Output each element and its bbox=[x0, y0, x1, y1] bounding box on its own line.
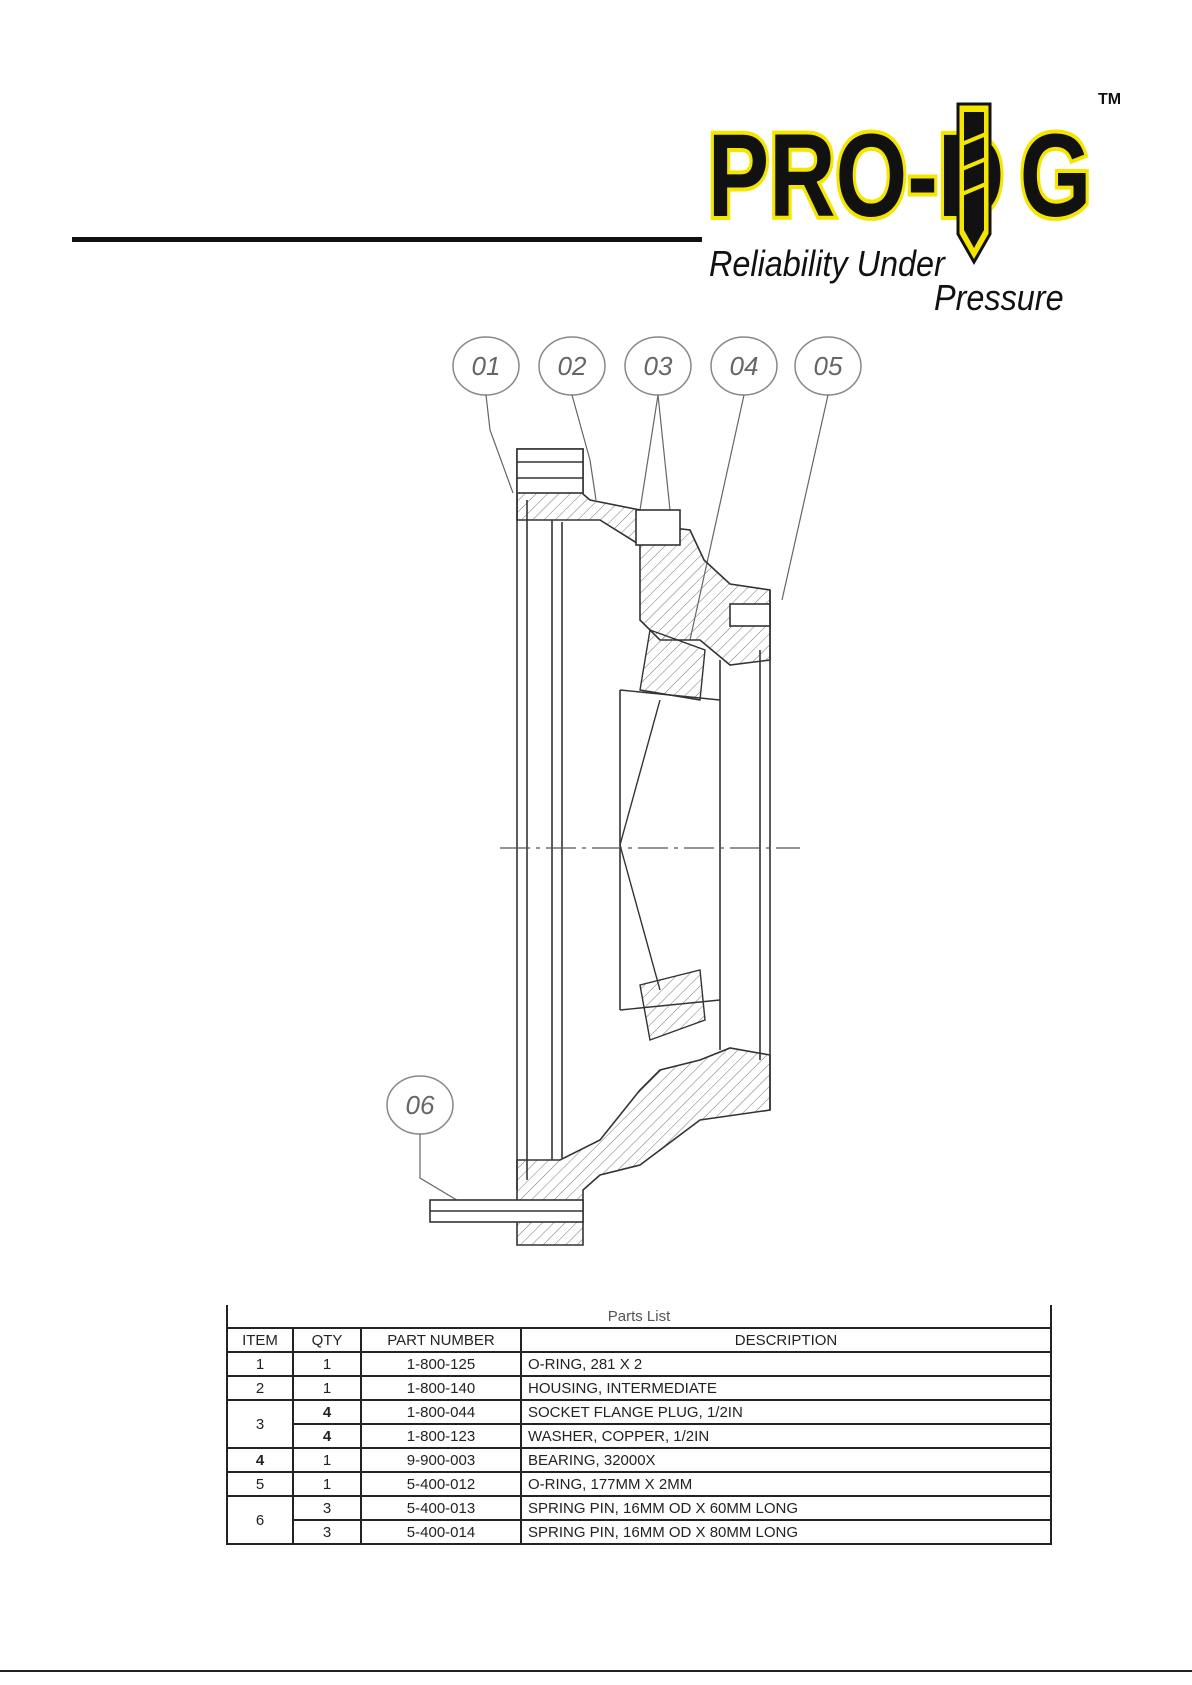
description-cell: O-RING, 281 X 2 bbox=[520, 1351, 1052, 1377]
svg-text:02: 02 bbox=[558, 351, 587, 381]
part-number-cell: 1-800-123 bbox=[360, 1423, 522, 1449]
qty-cell: 4 bbox=[292, 1399, 362, 1425]
logo-brand-g: G bbox=[1020, 110, 1092, 242]
item-cell: 2 bbox=[226, 1375, 294, 1401]
qty-cell: 1 bbox=[292, 1375, 362, 1401]
logo-tagline-line1: Reliability Under bbox=[709, 244, 946, 284]
description-cell: SPRING PIN, 16MM OD X 60MM LONG bbox=[520, 1495, 1052, 1521]
table-row: 4 1 9-900-003 BEARING, 32000X bbox=[226, 1447, 1052, 1473]
part-number-cell: 1-800-044 bbox=[360, 1399, 522, 1425]
description-cell: WASHER, COPPER, 1/2IN bbox=[520, 1423, 1052, 1449]
svg-text:01: 01 bbox=[472, 351, 501, 381]
part-number-cell: 5-400-012 bbox=[360, 1471, 522, 1497]
table-row: 3 5-400-014 SPRING PIN, 16MM OD X 80MM L… bbox=[227, 1519, 1052, 1545]
item-cell: 3 bbox=[226, 1399, 294, 1449]
balloon-01: 01 bbox=[452, 336, 520, 396]
bore-outline bbox=[516, 494, 771, 1190]
table-row: 3 4 1-800-044 SOCKET FLANGE PLUG, 1/2IN bbox=[226, 1399, 1052, 1449]
qty-cell: 1 bbox=[292, 1471, 362, 1497]
qty-cell: 4 bbox=[292, 1423, 362, 1449]
qty-cell: 1 bbox=[292, 1447, 362, 1473]
balloon-04: 04 bbox=[710, 336, 778, 396]
description-cell: HOUSING, INTERMEDIATE bbox=[520, 1375, 1052, 1401]
table-row: 2 1 1-800-140 HOUSING, INTERMEDIATE bbox=[226, 1375, 1052, 1401]
svg-text:06: 06 bbox=[406, 1090, 435, 1120]
part-number-cell: 5-400-013 bbox=[360, 1495, 522, 1521]
table-row: 5 1 5-400-012 O-RING, 177MM X 2MM bbox=[226, 1471, 1052, 1497]
parts-list-title: Parts List bbox=[226, 1305, 1052, 1329]
header-qty: QTY bbox=[292, 1327, 362, 1353]
table-row: 4 1-800-123 WASHER, COPPER, 1/2IN bbox=[227, 1423, 1052, 1449]
bearing-section bbox=[619, 629, 721, 1041]
parts-list-header-row: ITEM QTY PART NUMBER DESCRIPTION bbox=[226, 1327, 1052, 1353]
housing-lower-section bbox=[429, 1047, 771, 1246]
item-cell: 6 bbox=[226, 1495, 294, 1545]
logo-tagline-line2: Pressure bbox=[934, 278, 1064, 314]
svg-text:04: 04 bbox=[730, 351, 759, 381]
trademark-mark: TM bbox=[1098, 91, 1120, 108]
header-rule bbox=[72, 237, 702, 242]
svg-text:03: 03 bbox=[644, 351, 673, 381]
housing-upper-section bbox=[516, 448, 771, 666]
header-part-number: PART NUMBER bbox=[360, 1327, 522, 1353]
part-number-cell: 9-900-003 bbox=[360, 1447, 522, 1473]
item-cell: 5 bbox=[226, 1471, 294, 1497]
item-cell: 1 bbox=[226, 1351, 294, 1377]
balloon-05: 05 bbox=[794, 336, 862, 396]
cross-section-drawing: 01 02 03 04 05 06 bbox=[386, 336, 862, 1246]
balloon-03: 03 bbox=[624, 336, 692, 396]
qty-cell: 3 bbox=[292, 1519, 362, 1545]
description-cell: O-RING, 177MM X 2MM bbox=[520, 1471, 1052, 1497]
description-cell: SPRING PIN, 16MM OD X 80MM LONG bbox=[520, 1519, 1052, 1545]
header-description: DESCRIPTION bbox=[520, 1327, 1052, 1353]
balloon-02: 02 bbox=[538, 336, 606, 396]
table-row: 1 1 1-800-125 O-RING, 281 X 2 bbox=[226, 1351, 1052, 1377]
qty-cell: 3 bbox=[292, 1495, 362, 1521]
header-item: ITEM bbox=[226, 1327, 294, 1353]
svg-text:05: 05 bbox=[814, 351, 843, 381]
part-number-cell: 1-800-140 bbox=[360, 1375, 522, 1401]
part-number-cell: 1-800-125 bbox=[360, 1351, 522, 1377]
part-number-cell: 5-400-014 bbox=[360, 1519, 522, 1545]
drill-bit-icon bbox=[956, 102, 992, 266]
description-cell: SOCKET FLANGE PLUG, 1/2IN bbox=[520, 1399, 1052, 1425]
qty-cell: 1 bbox=[292, 1351, 362, 1377]
parts-list-table: Parts List ITEM QTY PART NUMBER DESCRIPT… bbox=[226, 1305, 1052, 1545]
pro-dig-logo: PRO-D G TM Reliability Under Pressure bbox=[700, 84, 1120, 314]
balloon-06: 06 bbox=[386, 1075, 454, 1135]
footer-rule bbox=[0, 1670, 1192, 1672]
description-cell: BEARING, 32000X bbox=[520, 1447, 1052, 1473]
table-row: 6 3 5-400-013 SPRING PIN, 16MM OD X 60MM… bbox=[226, 1495, 1052, 1545]
item-cell: 4 bbox=[226, 1447, 294, 1473]
